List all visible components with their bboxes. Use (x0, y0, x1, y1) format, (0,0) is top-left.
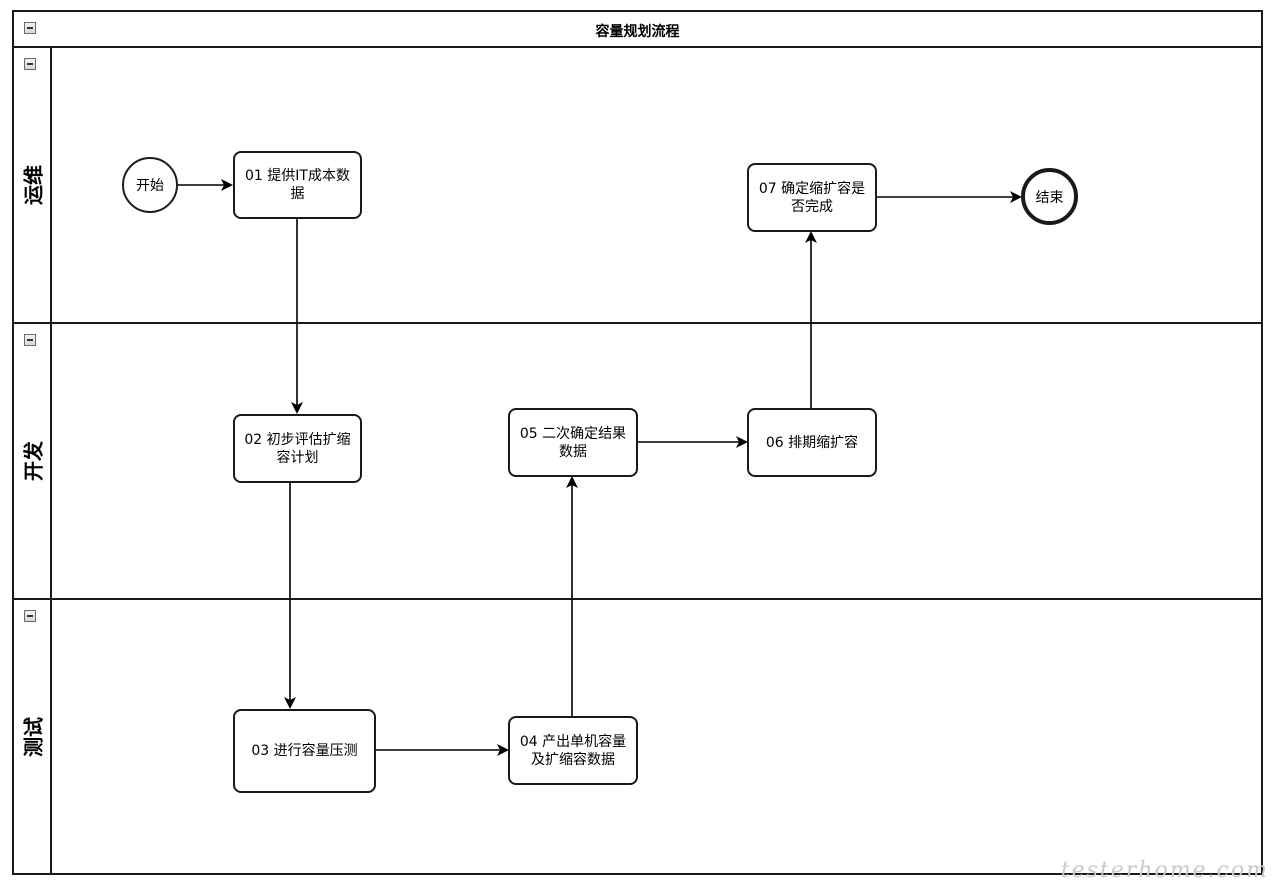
diagram-title: 容量规划流程 (595, 24, 680, 40)
collapse-icon[interactable] (24, 610, 36, 622)
collapse-icon[interactable] (24, 58, 36, 70)
task-03[interactable]: 03 进行容量压测 (233, 709, 376, 793)
task-07[interactable]: 07 确定缩扩容是否完成 (747, 163, 877, 232)
collapse-icon[interactable] (24, 334, 36, 346)
end-event[interactable]: 结束 (1021, 168, 1078, 225)
lane-header-test: 测试 (14, 600, 52, 873)
collapse-icon[interactable] (24, 22, 36, 34)
task-01[interactable]: 01 提供IT成本数据 (233, 151, 362, 219)
start-event[interactable]: 开始 (122, 157, 178, 213)
task-02[interactable]: 02 初步评估扩缩容计划 (233, 414, 362, 483)
task-04[interactable]: 04 产出单机容量及扩缩容数据 (508, 716, 638, 785)
lane-header-dev: 开发 (14, 324, 52, 598)
lane-test: 测试 (12, 598, 1263, 875)
task-06[interactable]: 06 排期缩扩容 (747, 408, 877, 477)
watermark: testerhome.com (1060, 858, 1269, 883)
task-05[interactable]: 05 二次确定结果数据 (508, 408, 638, 477)
lane-header-ops: 运维 (14, 48, 52, 322)
